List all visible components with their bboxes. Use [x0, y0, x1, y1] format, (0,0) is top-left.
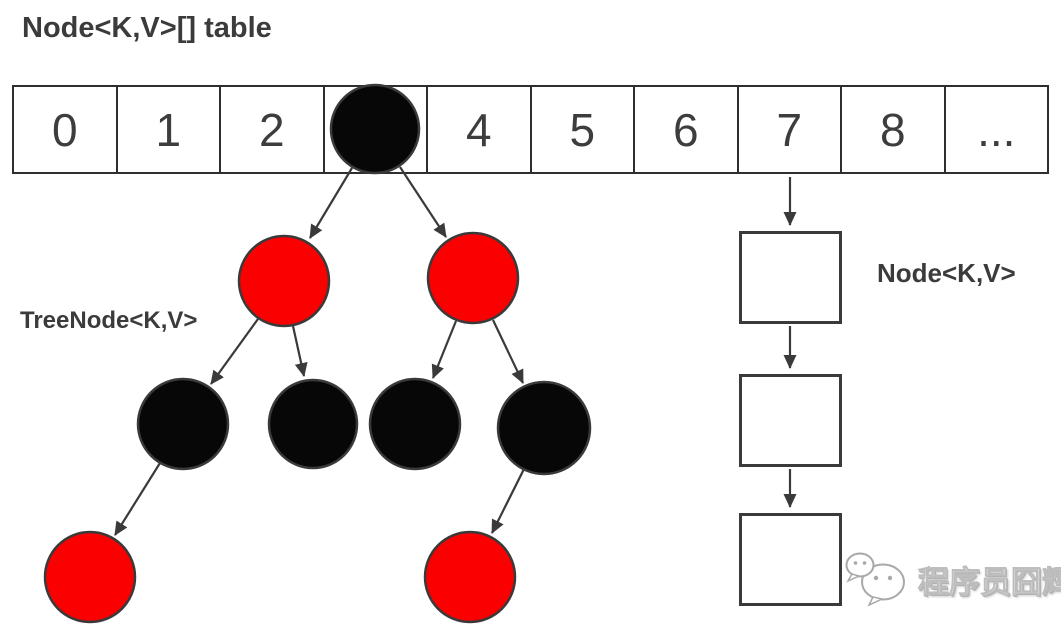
cell-value: 0	[51, 103, 78, 156]
diagram-title: Node<K,V>[] table	[22, 12, 272, 44]
list-node-box-1	[739, 231, 842, 324]
table-cell-6: 6	[633, 87, 737, 172]
table-cell-3-tree-bucket	[322, 87, 427, 172]
cell-value: 8	[879, 103, 906, 156]
table-cell-1: 1	[115, 87, 220, 172]
tree-node-red-left	[237, 234, 331, 328]
tree-node-black-4	[496, 380, 592, 476]
treenode-label: TreeNode<K,V>	[20, 307, 198, 334]
edge-red-right-to-black-4	[492, 319, 524, 384]
cell-value: 1	[155, 103, 182, 156]
watermark: 程序员囧辉	[843, 550, 1061, 608]
table-cell-5: 5	[529, 87, 634, 172]
cell-value: 6	[672, 103, 699, 156]
tree-node-red-right	[426, 231, 520, 325]
edge-black-4-to-red-bottom-right	[491, 468, 525, 534]
edge-root-to-red-right	[399, 166, 447, 238]
node-label: Node<K,V>	[877, 258, 1016, 288]
cell-value: 5	[569, 103, 596, 156]
tree-node-red-bottom-right	[423, 530, 517, 624]
tree-node-black-3	[368, 377, 462, 471]
table-cell-8: 8	[840, 87, 944, 172]
cell-value: ...	[977, 103, 1016, 156]
edge-black-1-to-red-bottom-left	[114, 462, 161, 536]
list-node-box-3	[739, 513, 842, 606]
table-cell-2: 2	[219, 87, 323, 172]
table-cell-4: 4	[426, 87, 530, 172]
tree-node-red-bottom-left	[43, 530, 137, 624]
wechat-icon	[845, 552, 905, 607]
table-cell-7-list-bucket: 7	[736, 87, 841, 172]
tree-node-black-1	[136, 377, 230, 471]
edge-root-to-red-left	[309, 167, 353, 239]
list-node-box-2	[739, 374, 842, 467]
table-array: 0 1 2 4 5 6 7 8 ...	[12, 85, 1049, 174]
edge-red-left-to-black-2	[291, 325, 308, 377]
tree-node-black-2	[267, 378, 359, 470]
edge-red-left-to-black-1	[210, 318, 259, 385]
edge-red-right-to-black-3	[431, 320, 458, 379]
cell-value: 4	[465, 103, 492, 156]
watermark-text: 程序员囧辉	[918, 564, 1061, 600]
table-cell-ellipsis: ...	[943, 87, 1048, 172]
cell-value: 7	[776, 103, 803, 156]
cell-value: 2	[258, 103, 285, 156]
table-cell-0: 0	[14, 87, 116, 172]
